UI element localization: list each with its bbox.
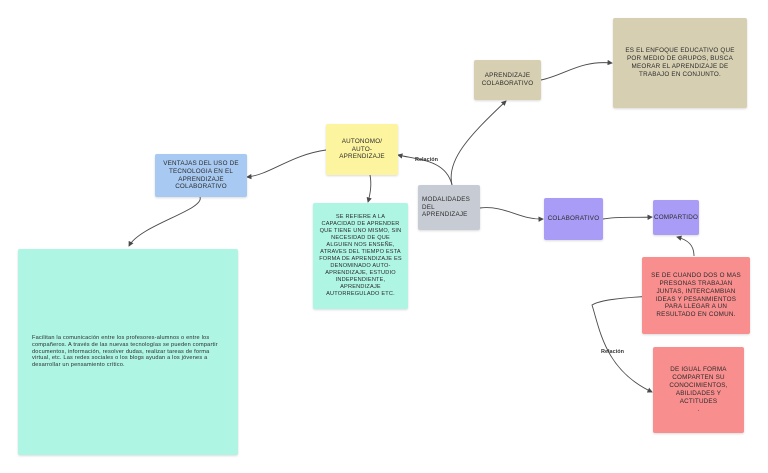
node-aprendizaje-colaborativo[interactable]: APRENDIZAJE COLABORATIVO	[474, 60, 541, 100]
node-compartido-text: COMPARTIDO	[653, 213, 699, 221]
link-modalidades-aprendizaje-colaborativo	[450, 100, 507, 186]
relacion-label-top: Relación	[415, 157, 438, 163]
link-autonomo-ventajas	[246, 149, 327, 180]
node-modalidades[interactable]: MODALIDADES DEL APRENDIZAJE	[418, 185, 480, 230]
node-ventajas-texto[interactable]: Facilitan la comunicación entre los prof…	[18, 249, 238, 455]
link-colaborativo-compartido	[602, 214, 653, 220]
node-modalidades-text: MODALIDADES DEL APRENDIZAJE	[422, 195, 471, 219]
node-ventajas[interactable]: VENTAJAS DEL USO DE TECNOLOGIA EN EL APR…	[155, 154, 247, 197]
node-aprendizaje-colaborativo-text: APRENDIZAJE COLABORATIVO	[481, 72, 534, 87]
node-colaborativo[interactable]: COLABORATIVO	[544, 198, 603, 240]
link-autonomo-definicion	[366, 174, 372, 203]
node-definicion-autonomo[interactable]: SE REFIERE A LA CAPACIDAD DE APRENDER QU…	[313, 203, 408, 309]
link-relacion-bottom	[591, 295, 653, 393]
link-modalidades-colaborativo	[479, 207, 544, 222]
link-aprendizaje-definicion	[540, 59, 613, 81]
node-ventajas-text: VENTAJAS DEL USO DE TECNOLOGIA EN EL APR…	[163, 159, 239, 191]
node-autonomo-text: AUTONOMO/ AUTO-APRENDIZAJE	[339, 137, 385, 161]
link-definicion-compartido	[676, 235, 695, 257]
node-autonomo[interactable]: AUTONOMO/ AUTO-APRENDIZAJE	[326, 124, 398, 175]
node-colaborativo-text: COLABORATIVO	[547, 215, 600, 223]
node-compartido[interactable]: COMPARTIDO	[653, 200, 699, 235]
node-definicion-compartido[interactable]: SE DE CUANDO DOS O MAS PRESONAS TRABAJAN…	[642, 257, 750, 334]
link-modalidades-autonomo	[397, 153, 453, 186]
node-definicion-autonomo-text: SE REFIERE A LA CAPACIDAD DE APRENDER QU…	[319, 214, 402, 297]
node-definicion-compartido-text: SE DE CUANDO DOS O MAS PRESONAS TRABAJAN…	[651, 271, 741, 319]
node-igual-forma-text: DE IGUAL FORMA COMPARTEN SU CONOCIMIENTO…	[669, 366, 728, 413]
node-definicion-colaborativo-text: ES EL ENFOQUE EDUCATIVO QUE POR MEDIO DE…	[625, 47, 735, 78]
node-definicion-colaborativo[interactable]: ES EL ENFOQUE EDUCATIVO QUE POR MEDIO DE…	[613, 18, 747, 108]
link-ventajas-texto	[128, 196, 201, 247]
node-ventajas-texto-text: Facilitan la comunicación entre los prof…	[32, 334, 218, 369]
relacion-label-bottom: Relación	[601, 349, 624, 355]
node-igual-forma[interactable]: DE IGUAL FORMA COMPARTEN SU CONOCIMIENTO…	[653, 347, 744, 433]
